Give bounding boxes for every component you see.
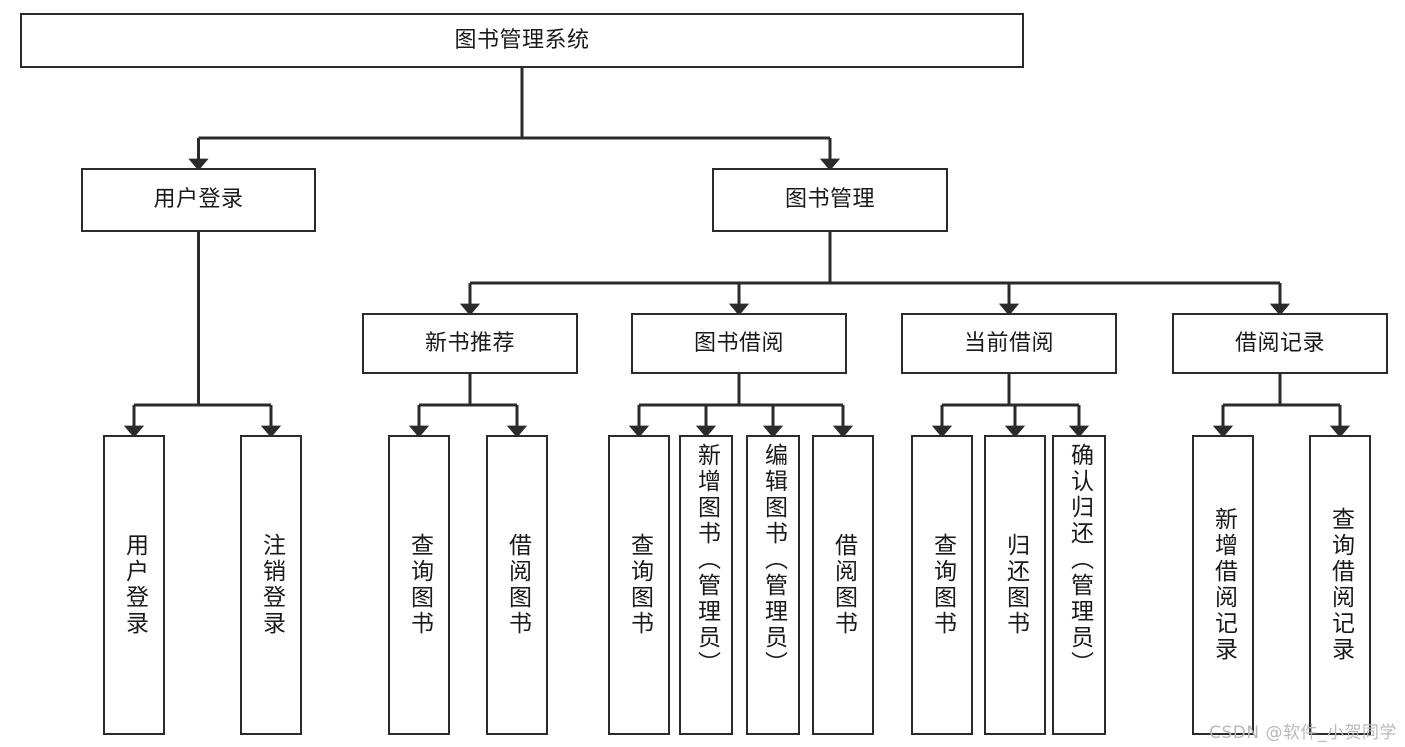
node-current-borrow[interactable]: 当前借阅 [901,313,1117,374]
node-label: 查询借阅记录 [1327,507,1354,663]
node-label: 查询图书 [406,533,433,637]
node-label: 图书管理系统 [454,27,590,53]
node-label: 注销登录 [258,533,285,637]
node-leaf-confirm-return[interactable]: 确认归还（管理员） [1052,435,1106,735]
node-label: 确认归还（管理员） [1066,443,1093,677]
edge-group [123,68,1351,438]
node-leaf-user-login[interactable]: 用户登录 [103,435,165,735]
node-label: 查询图书 [929,533,956,637]
node-leaf-add-record[interactable]: 新增借阅记录 [1192,435,1254,735]
node-label: 用户登录 [153,187,244,213]
node-leaf-borrow-book-1[interactable]: 借阅图书 [486,435,548,735]
node-root[interactable]: 图书管理系统 [20,13,1024,68]
node-label: 图书管理 [784,187,875,213]
node-label: 查询图书 [626,533,653,637]
node-label: 新增图书（管理员） [693,443,720,677]
node-book-borrow[interactable]: 图书借阅 [631,313,847,374]
node-borrow-record[interactable]: 借阅记录 [1172,313,1388,374]
node-label: 归还图书 [1002,533,1029,637]
node-label: 借阅图书 [504,533,531,637]
node-label: 当前借阅 [963,330,1054,356]
watermark: CSDN @软件_小贺同学 [1209,723,1397,743]
node-user-login[interactable]: 用户登录 [81,168,316,232]
node-label: 图书借阅 [693,330,784,356]
node-leaf-return-book[interactable]: 归还图书 [984,435,1046,735]
node-leaf-user-logout[interactable]: 注销登录 [240,435,302,735]
node-leaf-query-book-2[interactable]: 查询图书 [608,435,670,735]
node-book-manage[interactable]: 图书管理 [712,168,948,232]
node-label: 借阅图书 [830,533,857,637]
node-label: 编辑图书（管理员） [760,443,787,677]
node-leaf-edit-book[interactable]: 编辑图书（管理员） [746,435,800,735]
node-leaf-query-book-3[interactable]: 查询图书 [911,435,973,735]
node-label: 借阅记录 [1234,330,1325,356]
node-new-book-rec[interactable]: 新书推荐 [362,313,578,374]
node-label: 用户登录 [121,533,148,637]
node-label: 新书推荐 [424,330,515,356]
node-leaf-query-book-1[interactable]: 查询图书 [388,435,450,735]
node-leaf-borrow-book-2[interactable]: 借阅图书 [812,435,874,735]
node-label: 新增借阅记录 [1210,507,1237,663]
node-leaf-query-record[interactable]: 查询借阅记录 [1309,435,1371,735]
node-leaf-add-book[interactable]: 新增图书（管理员） [679,435,733,735]
